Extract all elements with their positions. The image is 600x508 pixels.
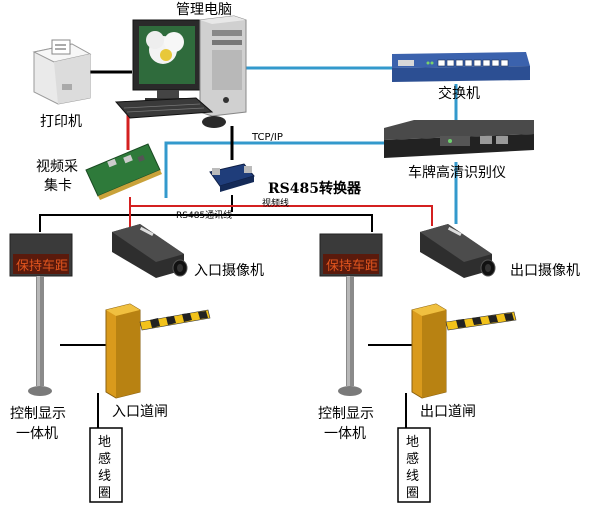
exit-gate-icon xyxy=(411,303,517,399)
entry-display-label-line2: 一体机 xyxy=(16,426,58,442)
exit-camera-icon xyxy=(420,224,496,278)
exit-display-label-line2: 一体机 xyxy=(324,426,366,442)
rs485-bus xyxy=(39,214,373,232)
exit-gate-label: 出口道闸 xyxy=(420,404,476,420)
switch-icon xyxy=(392,52,530,82)
printer-label: 打印机 xyxy=(40,113,82,130)
capture-card-label-line1: 视频采 xyxy=(36,159,78,175)
rs485-converter-label: RS485转换器 xyxy=(268,180,362,197)
exit-display-label-line1: 控制显示 xyxy=(318,406,374,422)
entry-loop-char-3: 线 xyxy=(98,469,111,484)
tcpip-label: TCP/IP xyxy=(251,132,283,143)
entry-loop-char-4: 圈 xyxy=(98,486,111,501)
exit-loop-char-4: 圈 xyxy=(406,486,419,501)
entry-camera-label: 入口摄像机 xyxy=(194,263,264,279)
entry-gate-icon xyxy=(105,303,211,399)
switch-label: 交换机 xyxy=(438,85,480,102)
exit-led-text: 保持车距 xyxy=(326,258,378,274)
exit-loop-char-3: 线 xyxy=(406,469,419,484)
rs485-converter-icon xyxy=(209,163,255,192)
exit-loop-text: 地 感 线 圈 xyxy=(406,435,419,501)
computer-icon xyxy=(114,15,247,128)
entry-loop-text: 地 感 线 圈 xyxy=(98,435,111,501)
printer-icon xyxy=(32,39,92,105)
entry-loop-char-1: 地 xyxy=(98,435,111,450)
exit-loop-char-2: 感 xyxy=(406,451,419,467)
recognizer-label: 车牌高清识别仪 xyxy=(408,164,506,181)
entry-display-icon xyxy=(9,233,73,396)
exit-camera-label: 出口摄像机 xyxy=(510,263,580,279)
exit-loop-box xyxy=(397,427,431,503)
rs485-line-label: RS485通讯线 xyxy=(176,209,232,221)
video-line-label: 视频线 xyxy=(262,197,289,209)
exit-loop-char-1: 地 xyxy=(406,435,419,450)
video-bus-horizontal xyxy=(130,205,433,226)
exit-display-icon xyxy=(319,233,383,396)
entry-led-text: 保持车距 xyxy=(16,258,68,274)
capture-card-icon xyxy=(85,143,162,200)
recognizer-icon xyxy=(384,120,534,158)
capture-card-label-line2: 集卡 xyxy=(44,177,72,194)
entry-loop-box xyxy=(89,427,123,503)
entry-gate-label: 入口道闸 xyxy=(112,404,168,420)
entry-camera-icon xyxy=(112,224,188,278)
entry-display-label-line1: 控制显示 xyxy=(10,406,66,422)
entry-loop-char-2: 感 xyxy=(98,451,111,467)
computer-label: 管理电脑 xyxy=(176,2,232,18)
tcpip-line xyxy=(164,141,384,198)
connection-lines xyxy=(39,66,458,428)
